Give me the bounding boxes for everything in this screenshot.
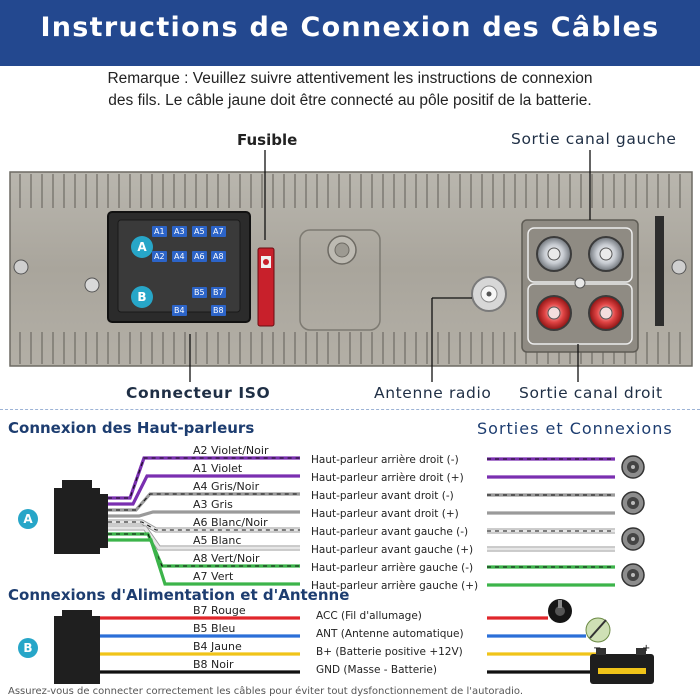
speaker-wire (108, 492, 615, 512)
iso-pin-label: B7 (211, 287, 226, 298)
remark-note: Remarque : Veuillez suivre attentivement… (10, 68, 690, 112)
outputs-section-title: Sorties et Connexions (477, 419, 673, 438)
iso-badge-b: B (131, 286, 153, 308)
speaker-wire-code: A2 Violet/Noir (193, 444, 269, 457)
battery-icon (590, 648, 654, 684)
power-wire-code: B7 Rouge (193, 604, 246, 617)
speaker-wire-code: A5 Blanc (193, 534, 242, 547)
iso-pin-label: A8 (211, 251, 226, 262)
speaker-wire-code: A7 Vert (193, 570, 234, 583)
speaker-wire (108, 474, 615, 506)
power-group-badge: B (18, 638, 38, 658)
footer-note: Assurez-vous de connecter correctement l… (8, 686, 523, 697)
power-wire-code: B4 Jaune (193, 640, 242, 653)
speaker-wire-function: Haut-parleur avant droit (+) (311, 508, 459, 520)
iso-pin-label: A5 (192, 226, 207, 237)
radio-rear-illustration (9, 150, 693, 382)
speaker-wire-function: Haut-parleur avant gauche (-) (311, 526, 469, 538)
section-divider (0, 409, 700, 411)
speaker-wire-code: A4 Gris/Noir (193, 480, 260, 493)
iso-pin-label: A6 (192, 251, 207, 262)
connector-a-plug (54, 480, 108, 554)
iso-pin-label: A7 (211, 226, 226, 237)
battery-minus-label: − (593, 643, 602, 654)
iso-pin-label: B8 (211, 305, 226, 316)
left-channel-label: Sortie canal gauche (511, 130, 677, 148)
speaker-wire-code: A3 Gris (193, 498, 233, 511)
iso-pin-label: B5 (192, 287, 207, 298)
fuse-label: Fusible (237, 131, 298, 149)
speaker-wire-code: A8 Vert/Noir (193, 552, 260, 565)
speaker-wire (108, 456, 615, 500)
speaker-wire-function: Haut-parleur avant gauche (+) (311, 544, 474, 556)
right-channel-label: Sortie canal droit (519, 384, 663, 402)
wiring-diagram (54, 455, 654, 684)
iso-pin-label: A1 (152, 226, 167, 237)
power-wire-function: B+ (Batterie positive +12V) (316, 646, 463, 658)
right-screw-icon (671, 259, 687, 275)
speakers-section-title: Connexion des Haut-parleurs (8, 419, 255, 437)
iso-pin-label: A4 (172, 251, 187, 262)
iso-pin-label: B4 (172, 305, 187, 316)
title-banner (0, 0, 700, 66)
antenna-icon (585, 617, 611, 643)
connector-b-plug (54, 610, 100, 684)
iso-pin-label: A2 (152, 251, 167, 262)
speaker-wire (108, 519, 615, 534)
power-wire-code: B5 Bleu (193, 622, 236, 635)
power-wire-function: ANT (Antenne automatique) (316, 628, 464, 640)
remark-line-1: Remarque : Veuillez suivre attentivement… (107, 70, 593, 87)
power-section-title: Connexions d'Alimentation et d'Antenne (8, 586, 350, 604)
speaker-wire-function: Haut-parleur avant droit (-) (311, 490, 454, 502)
power-wire-code: B8 Noir (193, 658, 234, 671)
speaker-wire-function: Haut-parleur arrière gauche (+) (311, 580, 479, 592)
left-screw-icon (13, 259, 29, 275)
speaker-icon (621, 491, 645, 515)
speaker-wire-code: A1 Violet (193, 462, 243, 475)
speaker-wire-code: A6 Blanc/Noir (193, 516, 268, 529)
speaker-wire (108, 510, 615, 518)
speaker-wire (108, 538, 615, 587)
power-wire-function: GND (Masse - Batterie) (316, 664, 437, 676)
iso-pin-label: A3 (172, 226, 187, 237)
iso-connector-label: Connecteur ISO (126, 384, 271, 402)
speaker-wire-function: Haut-parleur arrière droit (-) (311, 454, 459, 466)
page-title: Instructions de Connexion des Câbles (40, 12, 660, 43)
speaker-wire (108, 525, 615, 552)
speaker-wire-function: Haut-parleur arrière gauche (-) (311, 562, 474, 574)
speaker-icon (621, 455, 645, 479)
battery-plus-label: + (642, 643, 651, 654)
antenna-label: Antenne radio (374, 384, 492, 402)
power-wire-function: ACC (Fil d'allumage) (316, 610, 422, 622)
remark-line-2: des fils. Le câble jaune doit être conne… (108, 92, 592, 109)
cooling-fins (19, 174, 681, 364)
speaker-icon (621, 563, 645, 587)
speaker-icon (621, 527, 645, 551)
speaker-wire-function: Haut-parleur arrière droit (+) (311, 472, 464, 484)
speaker-group-badge: A (18, 509, 38, 529)
iso-badge-a: A (131, 236, 153, 258)
ignition-key-icon (548, 599, 572, 623)
